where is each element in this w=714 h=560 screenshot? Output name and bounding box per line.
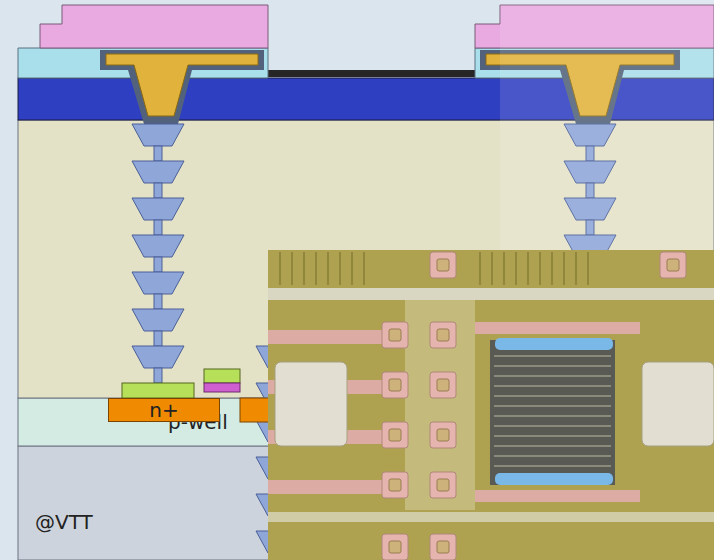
gate [204,383,240,392]
watermark: @VTT [35,510,93,534]
via-stack [132,124,184,383]
barrier [100,50,264,124]
p-well-region: p-welln+ [18,398,268,446]
passivation-line [262,70,480,77]
pink-layer [40,5,268,48]
micrograph [268,250,714,560]
gold-pad [106,54,258,116]
region-label: n+ [109,399,219,421]
n-plus-region: n+ [108,398,220,422]
silicide [122,383,194,398]
gate-silicide [204,369,240,383]
